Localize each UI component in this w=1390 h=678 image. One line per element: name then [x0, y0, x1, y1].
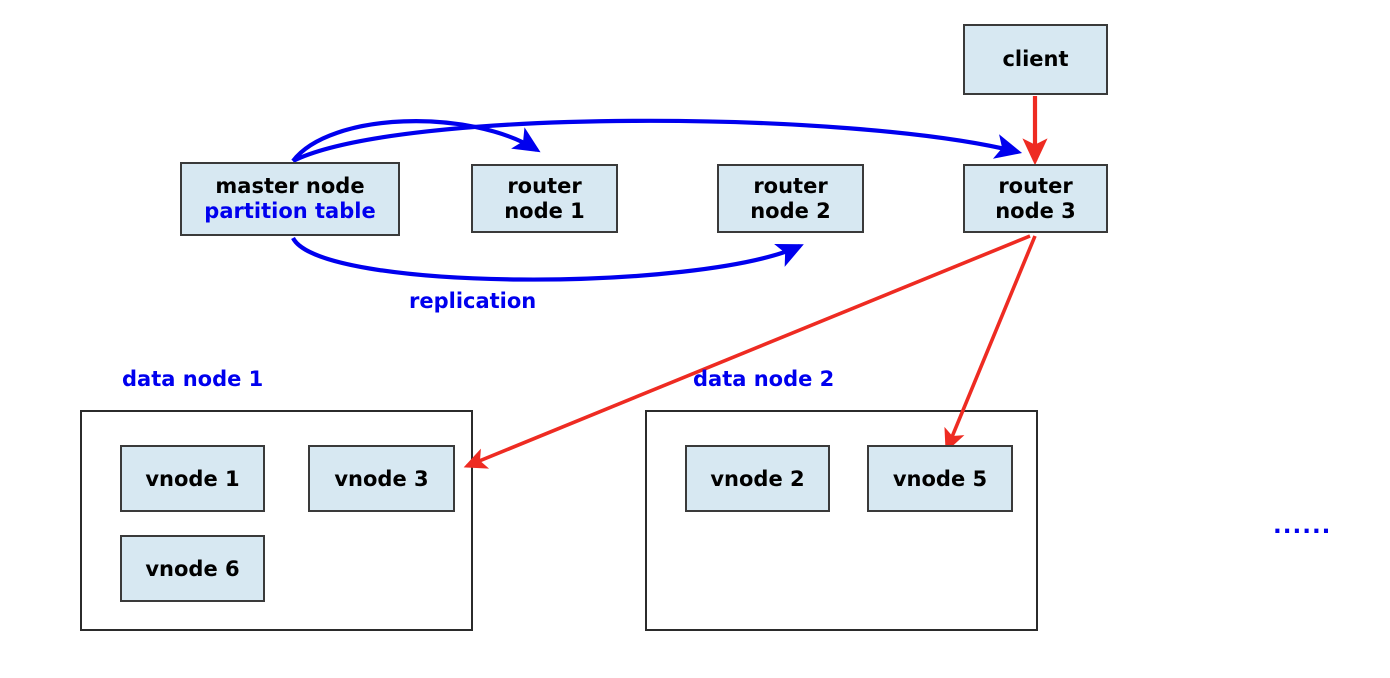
- vnode-5[interactable]: vnode 5: [867, 445, 1013, 512]
- vnode-2-label: vnode 2: [710, 466, 805, 491]
- node-router-2-label-line1: router: [753, 173, 828, 198]
- arrow-master-to-router1: [291, 119, 541, 163]
- vnode-6[interactable]: vnode 6: [120, 535, 265, 602]
- node-master[interactable]: master node partition table: [180, 162, 400, 236]
- arrow-master-to-router2-replication: [291, 236, 804, 282]
- node-master-partition-table-label: partition table: [204, 199, 376, 223]
- node-client[interactable]: client: [963, 24, 1108, 95]
- data-node-1-label: data node 1: [122, 367, 264, 391]
- vnode-3[interactable]: vnode 3: [308, 445, 455, 512]
- vnode-1-label: vnode 1: [145, 466, 240, 491]
- arrow-master-to-router3: [292, 118, 1023, 163]
- node-router-2-label-line2: node 2: [750, 198, 831, 223]
- node-router-1-label-line2: node 1: [504, 198, 585, 223]
- vnode-3-label: vnode 3: [334, 466, 429, 491]
- vnode-5-label: vnode 5: [892, 466, 988, 491]
- node-master-label: master node: [215, 174, 365, 199]
- node-router-3[interactable]: router node 3: [963, 164, 1108, 233]
- replication-label: replication: [409, 289, 537, 313]
- node-router-2[interactable]: router node 2: [717, 164, 864, 233]
- vnode-1[interactable]: vnode 1: [120, 445, 265, 512]
- more-data-nodes-ellipsis: ......: [1273, 513, 1332, 539]
- node-router-3-label-line2: node 3: [995, 198, 1076, 223]
- node-client-label: client: [1002, 47, 1069, 72]
- node-router-3-label-line1: router: [998, 173, 1073, 198]
- node-router-1-label-line1: router: [507, 173, 582, 198]
- vnode-6-label: vnode 6: [145, 556, 240, 581]
- node-router-1[interactable]: router node 1: [471, 164, 618, 233]
- vnode-2[interactable]: vnode 2: [685, 445, 830, 512]
- data-node-2-label: data node 2: [693, 367, 835, 391]
- data-node-1-container: [80, 410, 473, 631]
- data-node-2-container: [645, 410, 1038, 631]
